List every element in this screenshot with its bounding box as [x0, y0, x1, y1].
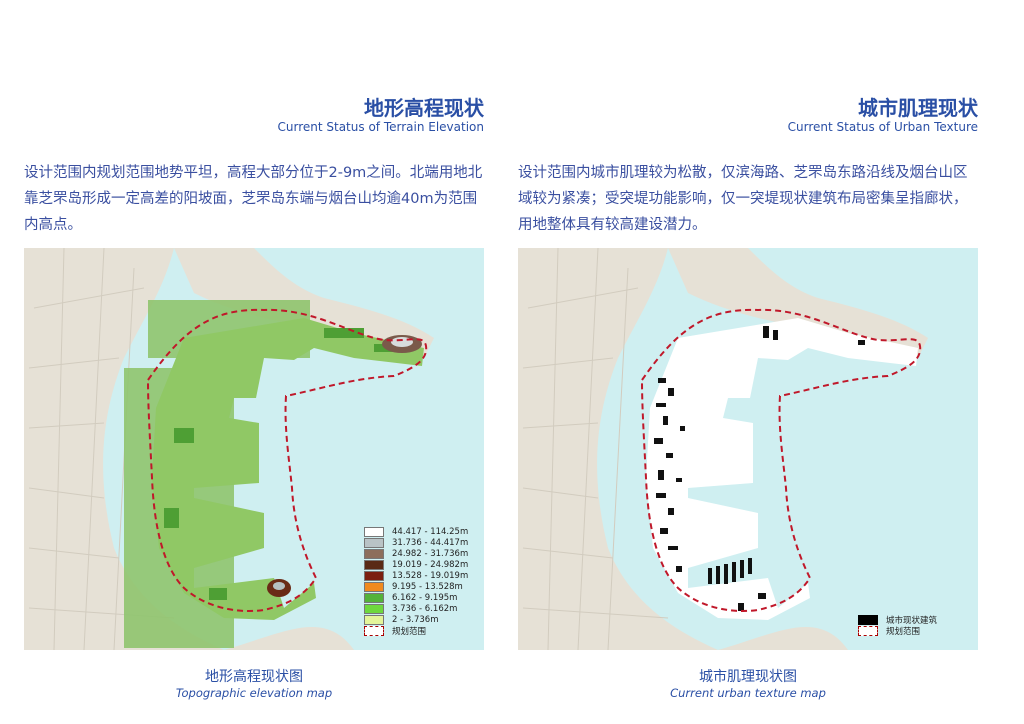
legend-row: 规划范围: [858, 625, 937, 637]
terrain-legend: 44.417 - 114.25m 31.736 - 44.417m 24.982…: [364, 526, 468, 637]
urban-texture-section: 城市肌理现状 Current Status of Urban Texture 设…: [518, 0, 978, 724]
legend-row: 9.195 - 13.528m: [364, 581, 468, 592]
existing-buildings: [654, 326, 865, 611]
urban-texture-map: 城市现状建筑 规划范围: [518, 248, 978, 650]
terrain-subtitle: Current Status of Terrain Elevation: [277, 120, 485, 134]
legend-row: 24.982 - 31.736m: [364, 548, 468, 559]
terrain-section: 地形高程现状 Current Status of Terrain Elevati…: [24, 0, 484, 724]
legend-label: 9.195 - 13.528m: [392, 581, 463, 592]
planning-boundary: [146, 308, 428, 612]
city-land: [518, 248, 718, 650]
legend-label: 6.162 - 9.195m: [392, 592, 458, 603]
legend-row: 13.528 - 19.019m: [364, 570, 468, 581]
terrain-elevation-map: 44.417 - 114.25m 31.736 - 44.417m 24.982…: [24, 248, 484, 650]
legend-row: 31.736 - 44.417m: [364, 537, 468, 548]
texture-map-graphic: [518, 248, 928, 650]
terrain-map-graphic: [24, 248, 434, 650]
texture-subtitle: Current Status of Urban Texture: [787, 120, 978, 134]
legend-swatch: [364, 592, 384, 603]
legend-swatch: [364, 559, 384, 570]
city-land-lower: [718, 626, 848, 650]
legend-swatch: [364, 537, 384, 548]
legend-row: 规划范围: [364, 625, 468, 637]
island-land: [668, 248, 928, 358]
city-streets: [28, 248, 175, 650]
legend-swatch: [364, 570, 384, 581]
legend-swatch: [364, 526, 384, 537]
legend-label: 城市现状建筑: [886, 615, 938, 626]
city-streets: [522, 248, 669, 650]
legend-row: 44.417 - 114.25m: [364, 526, 468, 537]
city-land: [24, 248, 224, 650]
legend-label: 24.982 - 31.736m: [392, 548, 469, 559]
legend-swatch-boundary: [364, 625, 384, 636]
legend-label: 2 - 3.736m: [392, 614, 439, 625]
legend-swatch-boundary: [858, 625, 878, 636]
legend-label: 规划范围: [392, 626, 427, 637]
terrain-caption-zh: 地形高程现状图: [205, 669, 303, 685]
legend-swatch: [364, 581, 384, 592]
planning-land: [646, 318, 918, 620]
texture-description: 设计范围内城市肌理较为松散，仅滨海路、芝罘岛东路沿线及烟台山区域较为紧凑；受突堤…: [518, 165, 968, 233]
pier-area: [152, 318, 424, 620]
legend-row: 6.162 - 9.195m: [364, 592, 468, 603]
legend-swatch: [364, 614, 384, 625]
city-land-lower: [224, 626, 354, 650]
terrain-caption-en: Topographic elevation map: [175, 686, 333, 700]
texture-legend: 城市现状建筑 规划范围: [858, 614, 938, 637]
legend-row: 3.736 - 6.162m: [364, 603, 468, 614]
terrain-title: 地形高程现状: [364, 96, 484, 120]
legend-row: 19.019 - 24.982m: [364, 559, 468, 570]
legend-row: 2 - 3.736m: [364, 614, 468, 625]
legend-label: 3.736 - 6.162m: [392, 603, 458, 614]
planning-boundary: [640, 308, 922, 612]
legend-row: 城市现状建筑: [858, 614, 938, 626]
legend-label: 31.736 - 44.417m: [392, 537, 469, 548]
texture-caption-zh: 城市肌理现状图: [699, 669, 797, 685]
legend-label: 13.528 - 19.019m: [392, 570, 469, 581]
texture-caption-en: Current urban texture map: [670, 686, 826, 700]
legend-label: 19.019 - 24.982m: [392, 559, 469, 570]
texture-title: 城市肌理现状: [858, 96, 978, 120]
legend-swatch: [364, 548, 384, 559]
terrain-description: 设计范围内规划范围地势平坦，高程大部分位于2-9m之间。北端用地北靠芝罘岛形成一…: [24, 165, 483, 233]
legend-label: 44.417 - 114.25m: [392, 526, 469, 537]
legend-swatch: [858, 614, 878, 625]
legend-label: 规划范围: [886, 626, 921, 637]
legend-swatch: [364, 603, 384, 614]
